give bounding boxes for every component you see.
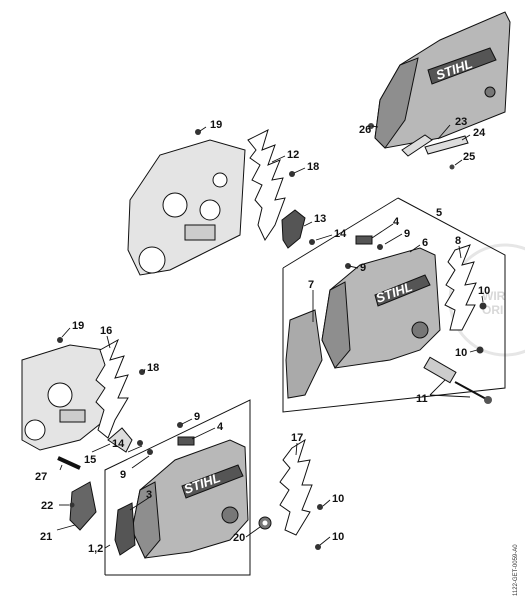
label-21: 21 xyxy=(40,531,52,543)
label-10-b: 10 xyxy=(455,347,467,359)
label-25: 25 xyxy=(463,151,475,163)
label-9-c: 9 xyxy=(194,411,200,423)
drawing-reference: 1122-GET-0059-A0 xyxy=(513,544,519,596)
label-12: 12 xyxy=(287,149,299,161)
label-15: 15 xyxy=(84,454,96,466)
leader-lines xyxy=(56,124,484,549)
chain-catcher-8 xyxy=(444,244,477,331)
label-22: 22 xyxy=(41,500,53,512)
fasteners-upper xyxy=(195,129,487,354)
sprocket-cover-6: STIHL xyxy=(321,247,441,369)
label-18-upper: 18 xyxy=(307,161,319,173)
label-3: 3 xyxy=(146,489,152,501)
label-10-c: 10 xyxy=(332,493,344,505)
label-27: 27 xyxy=(35,471,47,483)
sprocket-cover-3: STIHL xyxy=(131,439,249,559)
label-9-b: 9 xyxy=(360,262,366,274)
sprocket-cover-top: STIHL xyxy=(374,11,511,149)
label-19-lower: 19 xyxy=(72,320,84,332)
group-frame-5 xyxy=(282,197,506,413)
plate-parts xyxy=(368,123,469,170)
watermark-text-2: ORI xyxy=(482,303,503,317)
label-14-lower: 14 xyxy=(112,438,125,450)
label-7: 7 xyxy=(308,279,314,291)
label-13: 13 xyxy=(314,213,326,225)
chain-catcher-16 xyxy=(95,338,129,439)
label-20: 20 xyxy=(233,532,245,544)
label-1-2: 1,2 xyxy=(88,543,103,555)
label-8: 8 xyxy=(455,235,461,247)
parts-lower-misc xyxy=(57,337,323,550)
clip-15 xyxy=(107,427,133,453)
label-17: 17 xyxy=(291,432,303,444)
label-10-d: 10 xyxy=(332,531,344,543)
label-26: 26 xyxy=(359,124,371,136)
label-9-a: 9 xyxy=(404,228,410,240)
label-14-upper: 14 xyxy=(334,228,347,240)
chain-catcher-17 xyxy=(279,438,313,536)
label-9-d: 9 xyxy=(120,469,126,481)
tensioner-11 xyxy=(423,356,492,404)
guard-7 xyxy=(285,309,323,399)
label-6: 6 xyxy=(422,237,428,249)
engine-housing-upper xyxy=(127,139,246,276)
label-16: 16 xyxy=(100,325,112,337)
guard-3-insert xyxy=(114,502,136,556)
group-frame-1-2 xyxy=(104,399,251,576)
label-4-lower: 4 xyxy=(217,421,224,433)
label-19-upper: 19 xyxy=(210,119,222,131)
label-24: 24 xyxy=(473,127,486,139)
label-10-a: 10 xyxy=(478,285,490,297)
part-labels: 19 12 18 13 14 4 9 6 5 7 8 9 10 10 11 26… xyxy=(35,116,490,555)
part-13 xyxy=(281,209,306,249)
watermark-text-1: WIR xyxy=(482,289,506,303)
label-18-lower: 18 xyxy=(147,362,159,374)
engine-housing-lower xyxy=(21,344,106,451)
label-5: 5 xyxy=(436,207,442,219)
label-23: 23 xyxy=(455,116,467,128)
chain-catcher-12 xyxy=(247,129,286,242)
label-11: 11 xyxy=(416,393,428,405)
label-4-upper: 4 xyxy=(393,216,400,228)
